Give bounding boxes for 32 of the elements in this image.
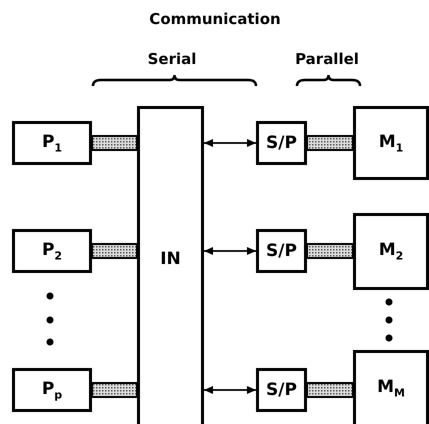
block-box	[12, 229, 92, 273]
block-box	[353, 106, 429, 180]
block-label: P$_{p}$	[42, 378, 62, 402]
block-box	[353, 350, 429, 424]
parallel-link	[91, 382, 138, 398]
block-label: P$_{1}$	[42, 132, 62, 154]
heading-label: Serial	[148, 50, 196, 68]
block-box	[256, 121, 307, 165]
parallel-link	[91, 135, 138, 151]
block-label: M$_{1}$	[378, 132, 404, 154]
block-box	[137, 106, 204, 424]
block-label: M$_{M}$	[377, 377, 405, 400]
block-box	[12, 368, 92, 412]
block-label: IN	[160, 249, 181, 269]
block-label: S/P	[266, 241, 297, 261]
block-label: P$_{2}$	[42, 240, 62, 262]
block-box	[12, 121, 92, 165]
heading-label: Parallel	[295, 50, 359, 68]
diagram-title: Communication	[149, 10, 281, 28]
arrow	[204, 139, 256, 147]
block-label: M$_{2}$	[378, 240, 404, 263]
block-box	[256, 368, 307, 412]
block-label: S/P	[266, 133, 297, 153]
arrow	[204, 247, 256, 255]
block-box	[353, 213, 429, 290]
parallel-link	[306, 135, 354, 151]
arrow	[204, 386, 256, 394]
block-label: S/P	[266, 380, 297, 400]
parallel-link	[91, 243, 138, 259]
parallel-link	[306, 243, 354, 259]
block-box	[256, 229, 307, 273]
parallel-link	[306, 382, 354, 398]
